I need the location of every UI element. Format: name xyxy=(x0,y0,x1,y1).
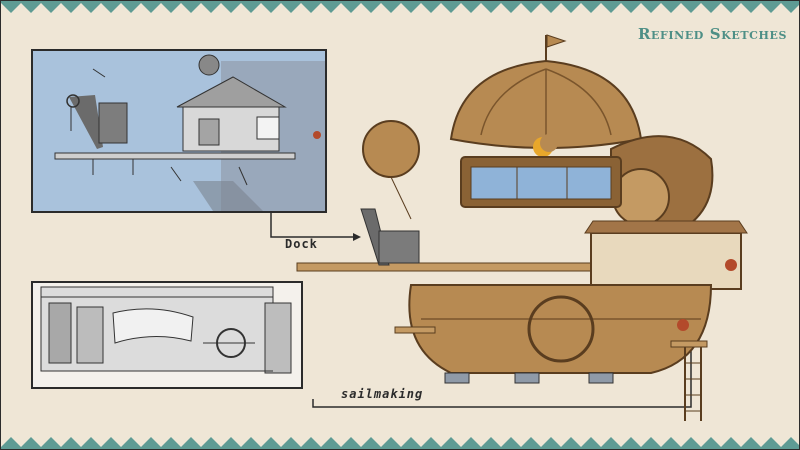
dock-label: Dock xyxy=(285,237,318,251)
zigzag-border-bottom xyxy=(1,437,799,449)
dock-sketch-panel xyxy=(31,49,327,213)
page-title: Refined Sketches xyxy=(637,25,787,43)
zigzag-border-top xyxy=(1,1,799,13)
crescent-moon-icon xyxy=(533,134,558,157)
dock-sketch-drawing xyxy=(33,51,325,211)
sailmaking-sketch-drawing xyxy=(33,283,301,387)
flag-icon xyxy=(545,34,567,61)
airship-illustration xyxy=(296,34,748,421)
sailmaking-sketch-panel xyxy=(31,281,303,389)
